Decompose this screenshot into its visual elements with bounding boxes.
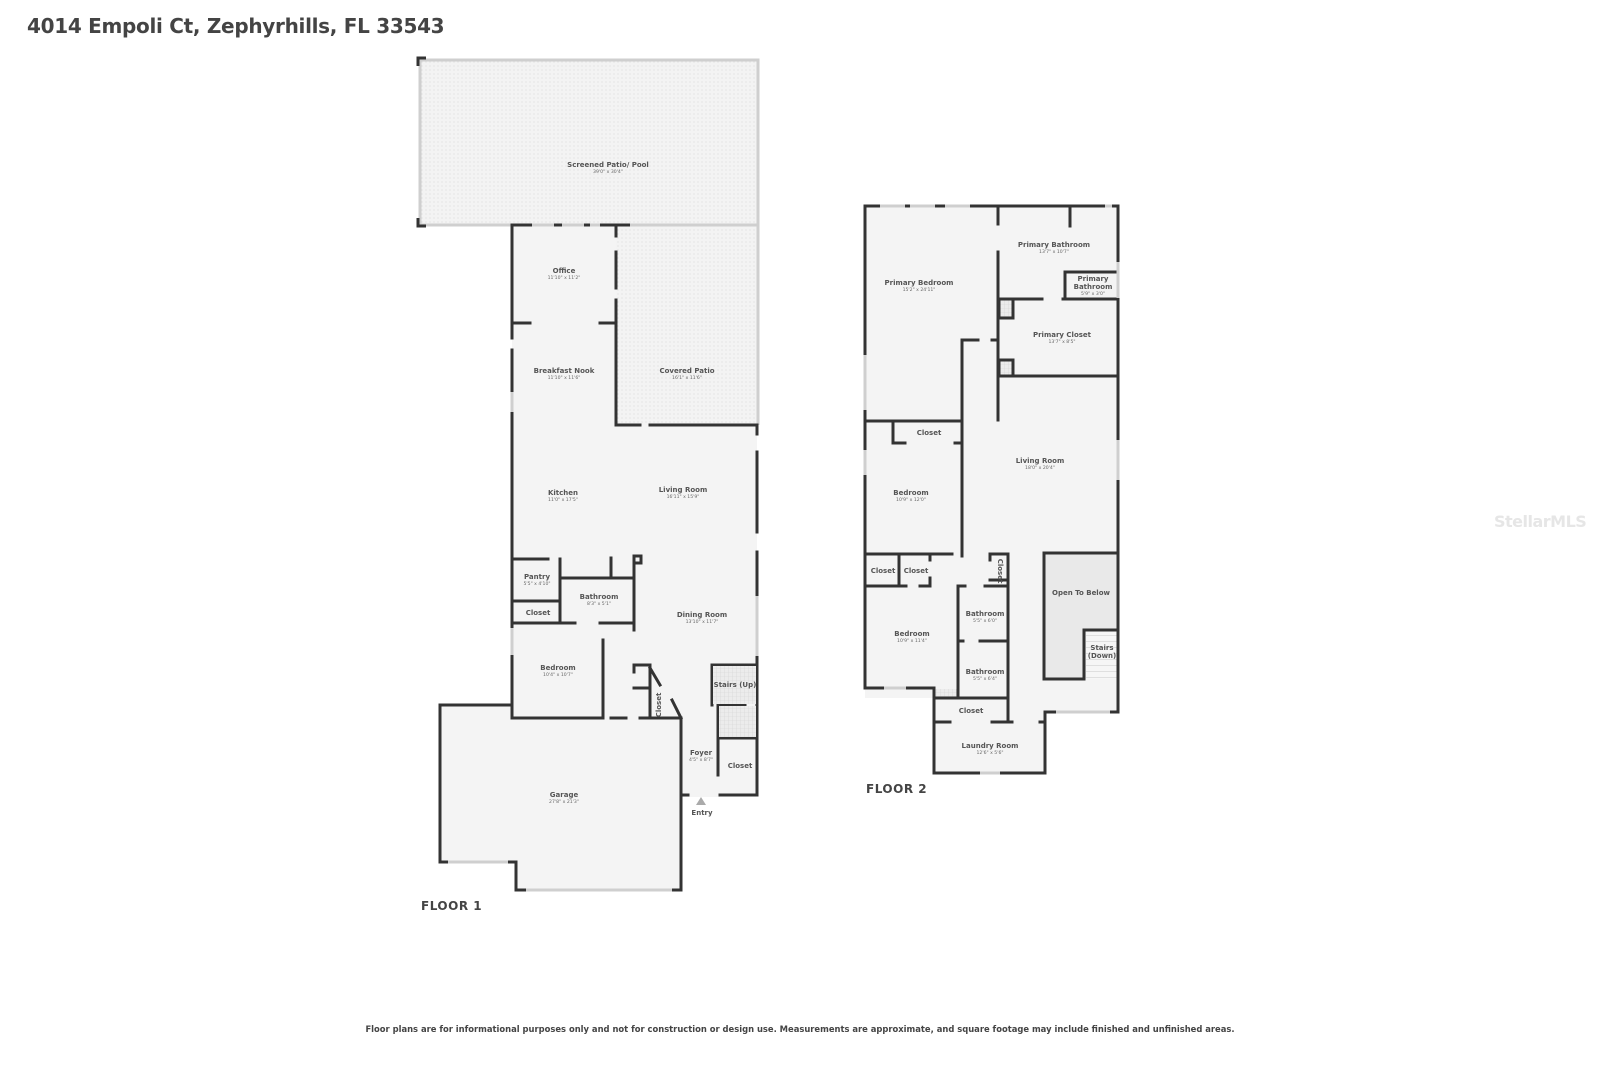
floor-1-plan (416, 56, 760, 892)
property-address: 4014 Empoli Ct, Zephyrhills, FL 33543 (27, 14, 445, 38)
watermark-logo: StellarMLS (1494, 512, 1587, 531)
floor-1-label: FLOOR 1 (421, 899, 483, 913)
disclaimer-text: Floor plans are for informational purpos… (365, 1024, 1235, 1034)
entry-label: Entry (691, 809, 713, 817)
floor-2-plan (863, 204, 1120, 775)
floor-2-label: FLOOR 2 (866, 782, 928, 796)
